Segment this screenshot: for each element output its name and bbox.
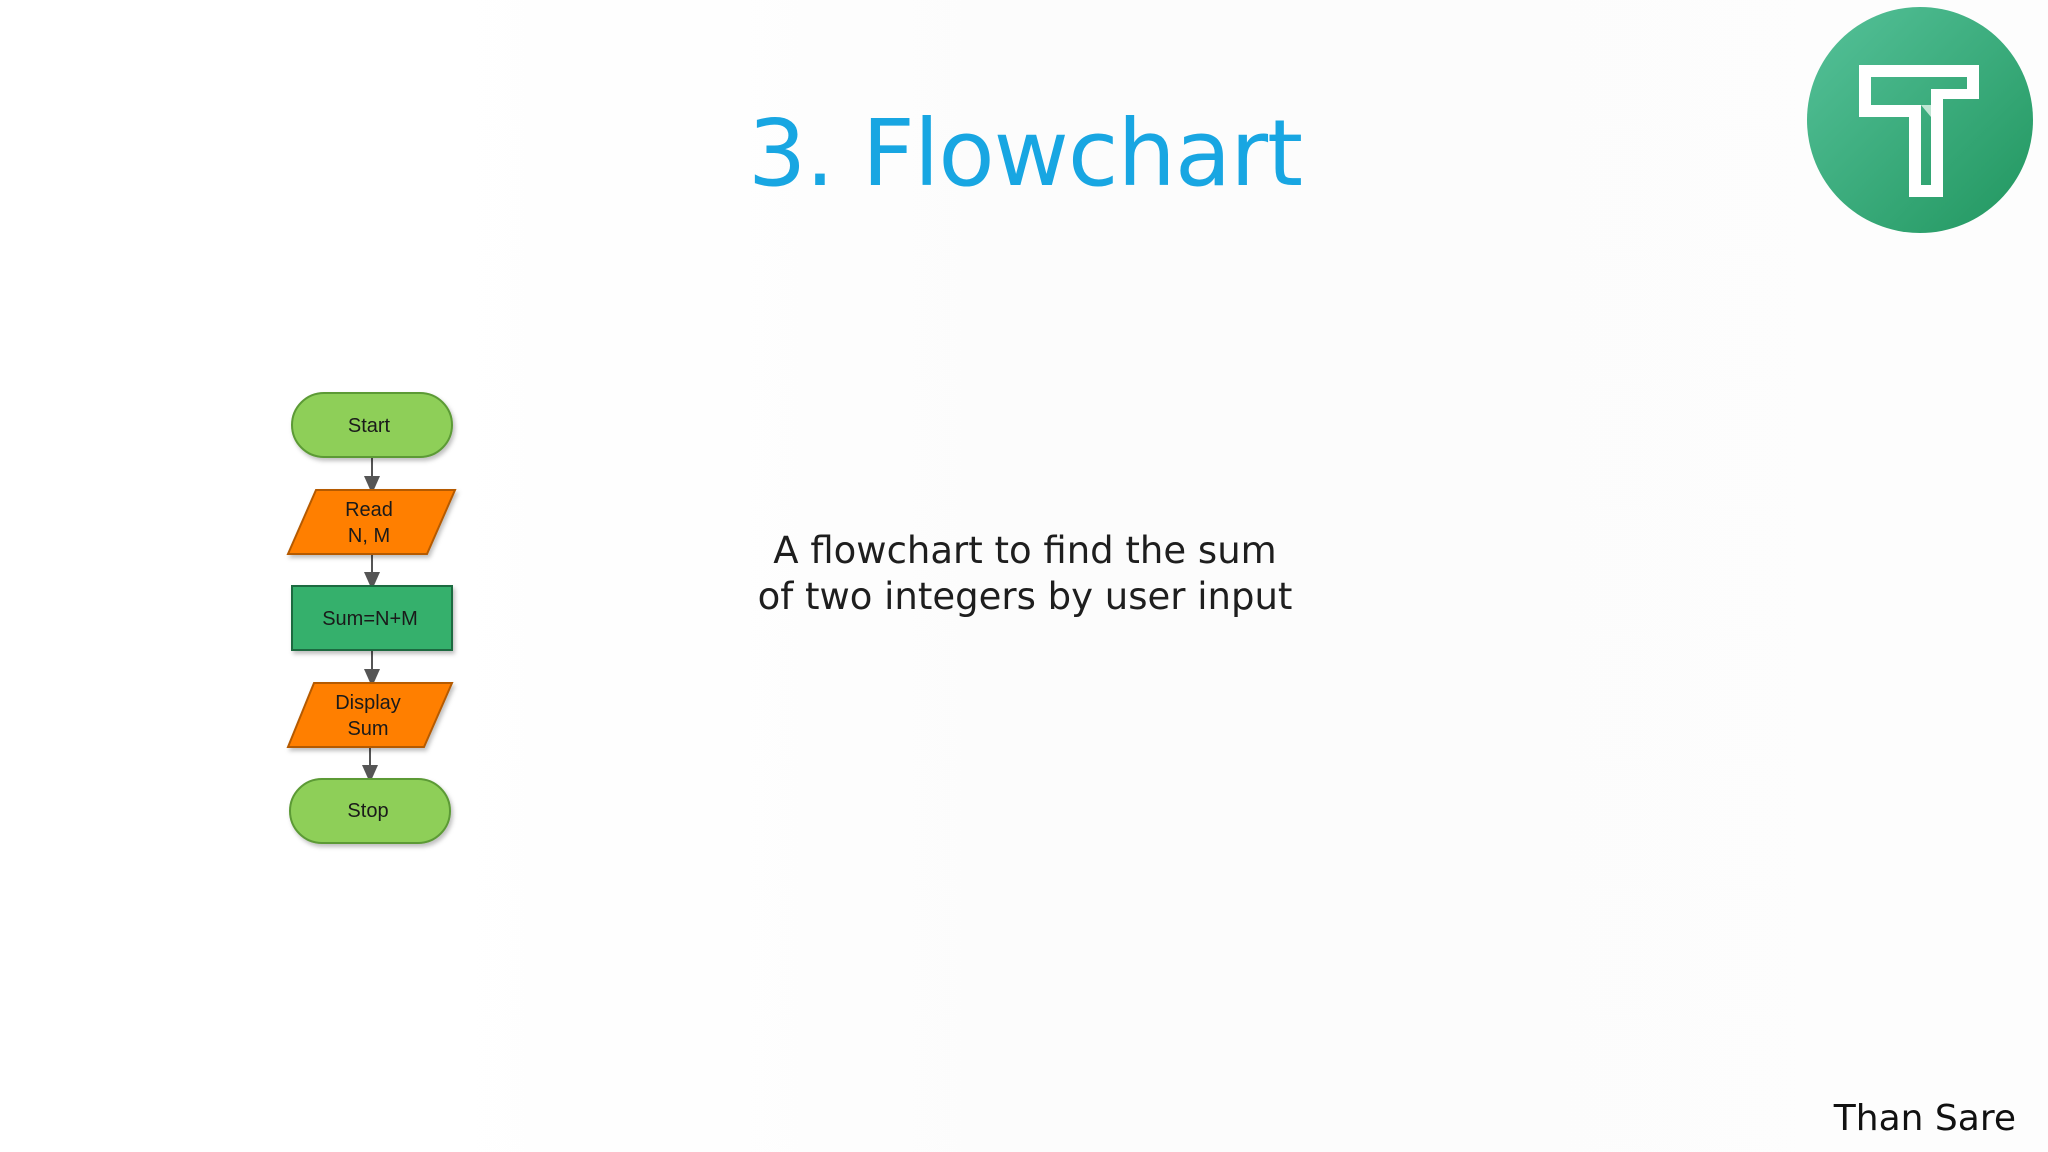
flowchart-node-stop-label: Stop: [347, 800, 388, 822]
flowchart-node-display: [286, 682, 454, 748]
slide-caption: A flowchart to find the sum of two integ…: [700, 528, 1350, 620]
flowchart-node-process: [291, 585, 453, 651]
caption-line-2: of two integers by user input: [757, 575, 1293, 618]
flowchart-node-start: [291, 392, 453, 458]
slide-title: 3. Flowchart: [747, 100, 1303, 207]
flowchart-node-read-label-1: Read: [345, 499, 393, 521]
flowchart-node-process-label: Sum=N+M: [322, 608, 418, 630]
flowchart-node-display-label-1: Display: [335, 692, 401, 714]
slide-background-panel: [420, 0, 2048, 1152]
flowchart-node-read-label-2: N, M: [348, 525, 390, 547]
flowchart-node-stop: [289, 778, 451, 844]
author-name: Than Sare: [1833, 1098, 2016, 1139]
flowchart-diagram: Start Read N, M Sum=N+M Display Sum Stop: [286, 392, 457, 844]
flowchart-node-display-label-2: Sum: [347, 718, 388, 740]
t-logo-icon: [1807, 7, 2033, 233]
caption-line-1: A flowchart to find the sum: [773, 529, 1277, 572]
flowchart-node-start-label: Start: [348, 415, 391, 437]
flowchart-node-read: [286, 489, 457, 555]
